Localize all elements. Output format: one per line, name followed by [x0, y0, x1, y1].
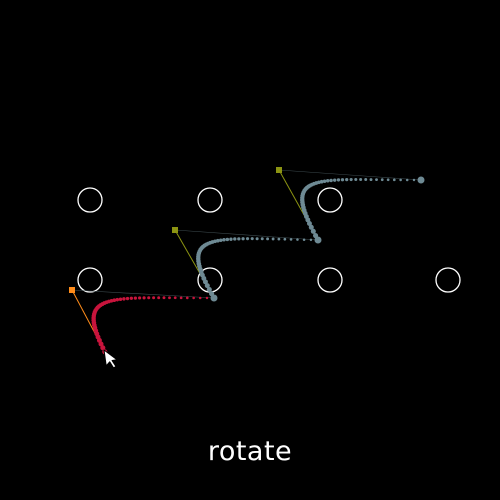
curve-dot — [392, 178, 396, 182]
curve-dot — [208, 291, 215, 297]
curve-dot — [100, 345, 106, 351]
curve-dot — [325, 179, 330, 183]
target-circle-4 — [77, 267, 103, 293]
target-circles — [77, 187, 461, 293]
curve-dot — [129, 296, 133, 300]
curve-dot — [229, 237, 233, 241]
guide-line — [174, 229, 319, 241]
curve-dot — [185, 296, 189, 300]
curve-dot — [380, 178, 384, 182]
curve-dot — [213, 239, 217, 244]
curve-dot — [255, 237, 259, 241]
curve-dot — [241, 237, 245, 241]
curve-dot — [266, 237, 270, 241]
curve-dot — [340, 178, 345, 182]
curve-dot — [118, 297, 123, 301]
curve-dot — [237, 237, 241, 241]
bezier-segment-2[interactable] — [172, 227, 322, 301]
curve-dot — [386, 178, 390, 182]
curve-dot — [250, 237, 254, 241]
curve-dot — [122, 297, 126, 301]
curve-dot — [405, 178, 409, 182]
curve-dot — [329, 178, 333, 183]
curve-dot — [310, 228, 316, 234]
curve-dot — [369, 178, 373, 182]
mouse-pointer-icon — [103, 349, 118, 369]
curve-dot — [109, 298, 114, 303]
target-circle-7 — [435, 267, 461, 293]
curve-dot — [152, 296, 156, 300]
curve-dot — [218, 238, 223, 243]
bezier-segment-3[interactable] — [276, 167, 425, 243]
curve-dot — [308, 224, 314, 230]
curve-dot — [225, 237, 230, 242]
curve-dot — [142, 296, 146, 300]
curve-dot — [138, 296, 142, 300]
curve-dot — [271, 237, 275, 241]
target-circle-1 — [77, 187, 103, 213]
guide-line — [71, 289, 215, 299]
curve-dot — [319, 179, 324, 184]
curve-dot — [125, 296, 130, 301]
curve-dot — [233, 237, 237, 241]
bezier-segment-1[interactable] — [69, 287, 218, 359]
curve-dot — [289, 238, 293, 241]
curve-dot — [364, 178, 368, 181]
square-handle-icon[interactable] — [276, 167, 282, 173]
curve-dot — [336, 178, 341, 182]
curve-dot — [222, 238, 226, 242]
curve-dot — [277, 237, 281, 241]
curve-dot — [412, 178, 416, 182]
target-circle-3 — [317, 187, 343, 213]
target-circle-6 — [317, 267, 343, 293]
curve-dot — [157, 296, 161, 300]
curve-dot — [260, 237, 264, 241]
curve-dot — [359, 178, 363, 182]
curve-dot — [399, 178, 402, 182]
bezier-segments — [69, 167, 425, 359]
curve-dot — [192, 296, 195, 300]
curve-dot — [206, 287, 212, 293]
curve-dot — [147, 296, 151, 300]
curve-dot — [173, 296, 177, 300]
curve-dot — [133, 296, 137, 300]
curve-dot — [302, 238, 306, 241]
curve-dot — [312, 232, 319, 239]
curve-dot — [375, 178, 378, 182]
curve-dot — [179, 296, 183, 300]
curve-dot — [345, 178, 349, 182]
curve-dot — [315, 237, 321, 243]
curve-dot — [349, 177, 353, 182]
curve-dot — [245, 237, 250, 241]
mode-caption: rotate — [207, 436, 293, 467]
curve-dot — [162, 296, 166, 300]
curve-dot — [317, 180, 321, 185]
guide-line — [278, 169, 422, 181]
dot-anchor-icon[interactable] — [417, 176, 425, 184]
square-handle-icon[interactable] — [172, 227, 178, 233]
curve-dot — [296, 238, 299, 241]
curve-dot — [283, 237, 287, 241]
square-handle-icon[interactable] — [69, 287, 75, 293]
curve-dot — [322, 179, 327, 183]
cursor-layer — [103, 349, 118, 369]
curve-dot — [112, 298, 117, 303]
curve-dot — [354, 177, 358, 182]
curve-dot — [198, 296, 202, 300]
curve-dot — [168, 296, 171, 300]
curve-dot — [332, 178, 337, 182]
curve-dot — [309, 238, 313, 242]
curve-dot — [205, 296, 209, 300]
target-circle-2 — [197, 187, 223, 213]
curve-dot — [115, 297, 120, 302]
curve-dot — [215, 238, 220, 243]
curve-dot — [204, 283, 210, 289]
curve-dot — [211, 295, 217, 301]
